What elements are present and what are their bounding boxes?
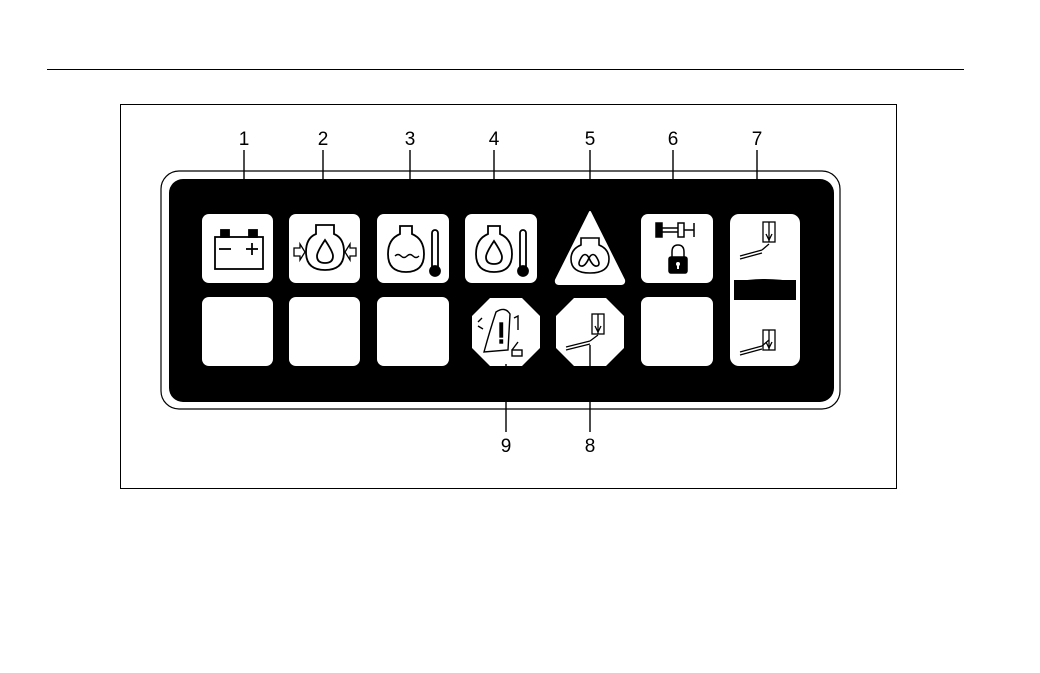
lamp-1 — [202, 214, 273, 283]
lamp-7 — [730, 214, 800, 366]
lamp-4 — [465, 214, 537, 283]
lamp-9 — [472, 298, 540, 366]
lamp-2 — [289, 214, 360, 283]
lamp-blank-4 — [641, 297, 713, 366]
lamp-blank-2 — [289, 297, 360, 366]
lamp-blank-3 — [377, 297, 449, 366]
lamp-6 — [641, 214, 713, 283]
lamp-3 — [377, 214, 449, 283]
lamp-blank-1 — [202, 297, 273, 366]
